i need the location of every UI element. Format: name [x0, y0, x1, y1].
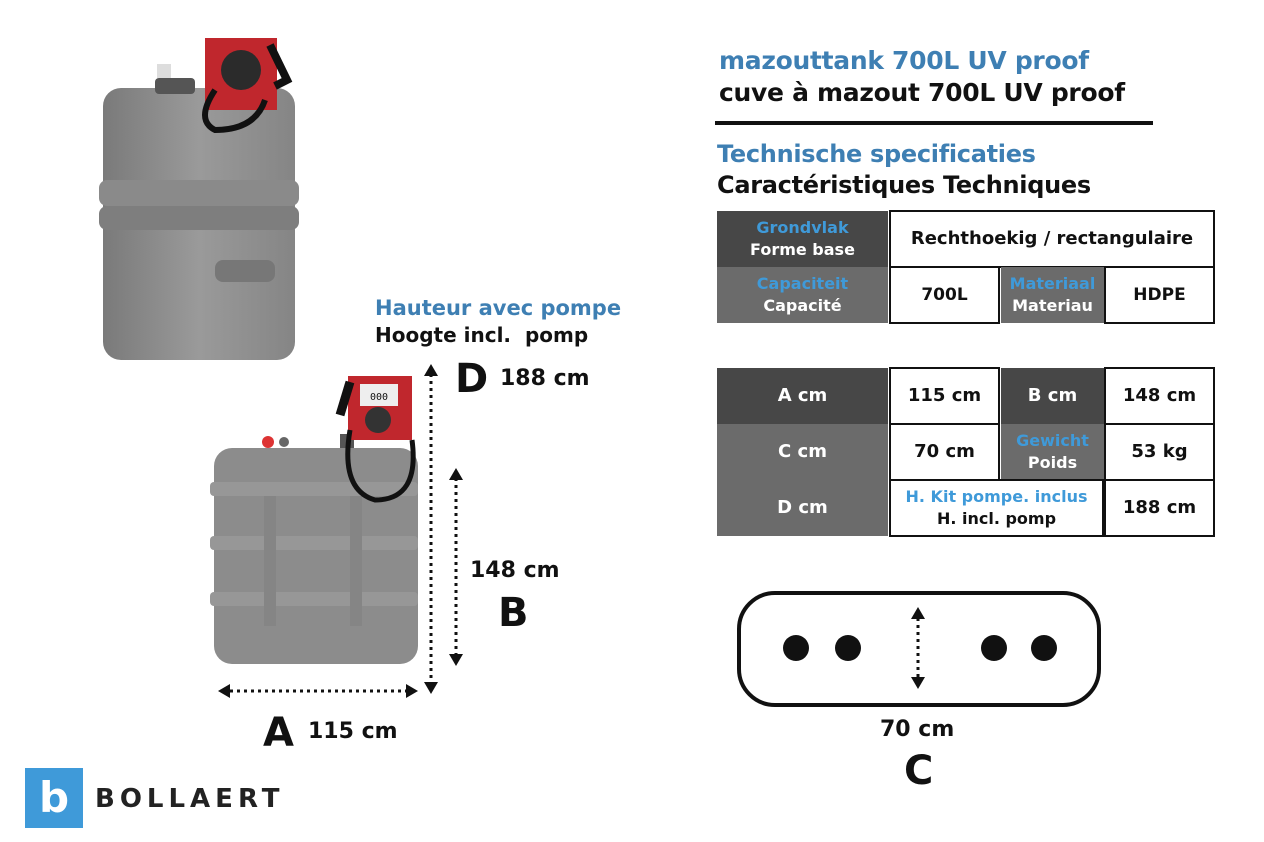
product-photo-tank	[99, 38, 299, 360]
weight-value: 53 kg	[1131, 440, 1188, 462]
base-value-cell: Rechthoekig / rectangulaire	[889, 210, 1215, 268]
d-label: D cm	[777, 496, 828, 518]
dimension-a-value: 115 cm	[308, 719, 398, 744]
bollaert-logo-icon: b	[25, 768, 83, 828]
base-label-nl: Grondvlak	[756, 218, 849, 238]
base-label-cell: Grondvlak Forme base	[717, 211, 888, 267]
kit-label-cell: H. Kit pompe. inclus H. incl. pomp	[889, 479, 1104, 537]
c-value-cell: 70 cm	[889, 423, 1000, 481]
weight-value-cell: 53 kg	[1104, 423, 1215, 481]
dimension-a-letter: A	[263, 710, 294, 756]
b-value-cell: 148 cm	[1104, 367, 1215, 425]
material-label-fr: Materiau	[1012, 296, 1093, 315]
tank-front-diagram: 000	[210, 364, 463, 698]
logo-letter: b	[38, 773, 70, 822]
capacity-value-cell: 700L	[889, 266, 1000, 324]
top-opening-1	[783, 635, 809, 661]
top-opening-2	[835, 635, 861, 661]
b-value: 148 cm	[1122, 384, 1197, 406]
base-label-fr: Forme base	[750, 240, 855, 259]
title-divider	[715, 121, 1153, 125]
title-dutch: mazouttank 700L UV proof	[719, 46, 1089, 75]
capacity-label-fr: Capacité	[763, 296, 842, 315]
c-label: C cm	[778, 440, 827, 462]
dimension-b-value: 148 cm	[470, 558, 560, 583]
brand-name: BOLLAERT	[95, 784, 285, 814]
d-label-cell: D cm	[717, 480, 888, 536]
capacity-label-nl: Capaciteit	[756, 274, 849, 294]
a-value-cell: 115 cm	[889, 367, 1000, 425]
c-label-cell: C cm	[717, 424, 888, 480]
capacity-label-cell: Capaciteit Capacité	[717, 267, 888, 323]
d-value-cell: 188 cm	[1104, 479, 1215, 537]
c-value: 70 cm	[914, 440, 975, 462]
base-value: Rechthoekig / rectangulaire	[910, 227, 1194, 249]
a-label: A cm	[777, 384, 828, 406]
dimension-d-value: 188 cm	[500, 366, 590, 391]
a-value: 115 cm	[907, 384, 982, 406]
material-value: HDPE	[1133, 284, 1186, 305]
d-value: 188 cm	[1122, 496, 1197, 518]
weight-label-fr: Poids	[1027, 453, 1078, 472]
capacity-value: 700L	[921, 284, 968, 305]
dimension-d-letter: D	[455, 356, 489, 402]
b-label-cell: B cm	[1001, 368, 1104, 424]
dimension-c-value: 70 cm	[880, 717, 955, 742]
weight-label-cell: Gewicht Poids	[1001, 424, 1104, 480]
kit-label-nl: H. incl. pomp	[936, 509, 1057, 528]
tank-top-view-diagram	[737, 591, 1101, 707]
title-french: cuve à mazout 700L UV proof	[719, 78, 1125, 107]
height-with-pump-label-nl: Hoogte incl. pomp	[375, 323, 589, 347]
material-value-cell: HDPE	[1104, 266, 1215, 324]
material-label-cell: Materiaal Materiau	[1001, 267, 1104, 323]
height-with-pump-label-fr: Hauteur avec pompe	[375, 296, 622, 320]
material-label-nl: Materiaal	[1009, 274, 1096, 294]
pump-display: 000	[370, 392, 388, 403]
top-opening-3	[981, 635, 1007, 661]
specs-heading-french: Caractéristiques Techniques	[717, 171, 1091, 199]
weight-label-nl: Gewicht	[1016, 431, 1089, 451]
specs-heading-dutch: Technische specificaties	[717, 140, 1036, 168]
kit-label-fr: H. Kit pompe. inclus	[905, 487, 1088, 507]
top-opening-4	[1031, 635, 1057, 661]
dimension-b-letter: B	[498, 590, 529, 636]
dimension-c-letter: C	[904, 748, 934, 794]
a-label-cell: A cm	[717, 368, 888, 424]
b-label: B cm	[1027, 384, 1078, 406]
